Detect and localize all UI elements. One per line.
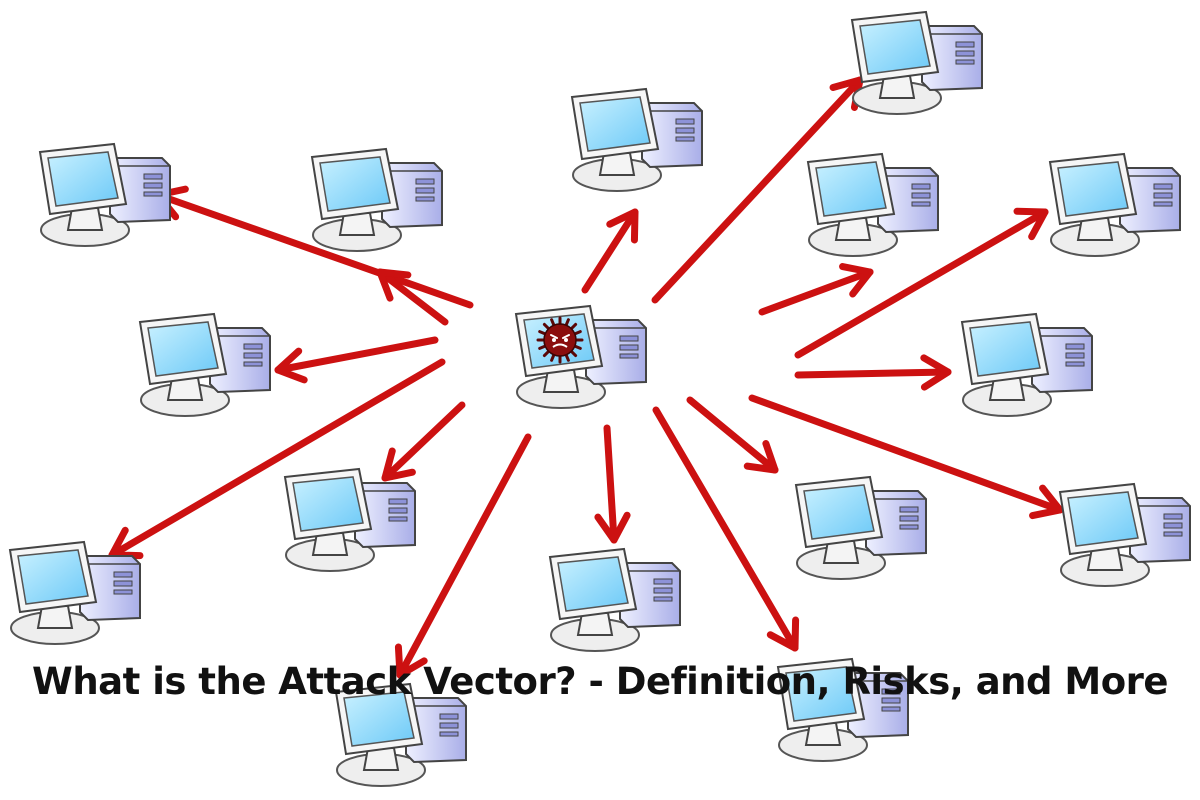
attack-arrow: [394, 433, 532, 679]
target-computer-icon: [39, 143, 171, 247]
target-computer-icon: [795, 476, 927, 580]
attack-arrow: [794, 207, 1049, 359]
attack-arrow: [581, 208, 639, 294]
target-computer-icon: [851, 11, 983, 115]
target-computer-icon: [961, 313, 1093, 417]
target-computer-icon: [1059, 483, 1191, 587]
malware-virus-icon: [536, 316, 584, 364]
page-title: What is the Attack Vector? - Definition,…: [32, 660, 1168, 703]
target-computer-icon: [1049, 153, 1181, 257]
target-computer-icon: [284, 468, 416, 572]
target-computer-icon: [9, 541, 141, 645]
attack-arrow: [652, 406, 800, 652]
attack-arrow: [748, 394, 1064, 520]
attack-arrow: [758, 263, 874, 316]
target-computer-icon: [571, 88, 703, 192]
target-computer-icon: [139, 313, 271, 417]
target-computer-icon: [549, 548, 681, 652]
attack-arrow: [376, 268, 449, 326]
target-computer-icon: [807, 153, 939, 257]
target-computer-icon: [311, 148, 443, 252]
infected-computer-icon: [515, 305, 647, 409]
attack-arrow: [381, 401, 466, 482]
attack-arrow: [686, 396, 779, 474]
attack-arrow: [794, 354, 952, 391]
attack-arrow: [594, 424, 631, 544]
attack-arrow: [274, 336, 439, 384]
